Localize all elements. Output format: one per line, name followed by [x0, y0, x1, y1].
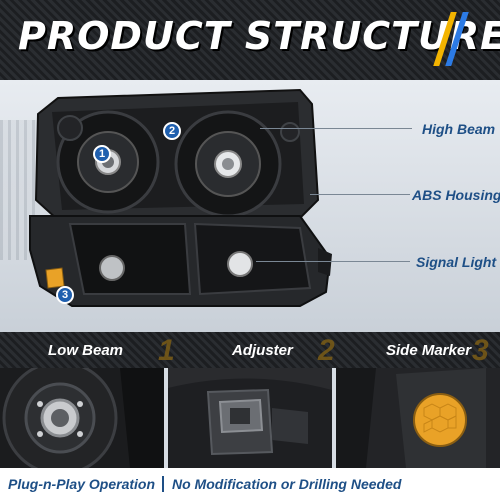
footer-plug-n-play: Plug-n-Play Operation — [8, 476, 156, 492]
detail-panels — [0, 368, 500, 468]
panel-adjuster — [168, 368, 332, 468]
adjuster-closeup — [168, 368, 332, 468]
detail-label-side-marker: Side Marker — [386, 342, 472, 359]
callout-abs-housing: ABS Housing — [412, 187, 500, 203]
footer-separator — [162, 476, 164, 492]
badge-1: 1 — [93, 145, 111, 163]
detail-label-adjuster: Adjuster — [232, 342, 293, 359]
panel-side-marker — [336, 368, 500, 468]
badge-2: 2 — [163, 122, 181, 140]
detail-number-1: 1 — [158, 334, 175, 367]
accent-stripes — [433, 12, 474, 66]
callout-high-beam: High Beam — [422, 121, 496, 137]
low-beam-closeup — [0, 368, 164, 468]
footer-bar: Plug-n-Play Operation No Modification or… — [0, 468, 500, 500]
callout-signal-light: Signal Light — [416, 254, 497, 270]
detail-number-2: 2 — [318, 334, 335, 367]
side-marker-closeup — [336, 368, 500, 468]
footer-no-modification: No Modification or Drilling Needed — [172, 476, 402, 492]
headlight-illustration — [29, 88, 332, 307]
badge-3: 3 — [56, 286, 74, 304]
page-title: PRODUCT STRUCTURE — [18, 14, 500, 58]
detail-number-3: 3 — [472, 334, 489, 367]
panel-low-beam — [0, 368, 164, 468]
detail-label-low-beam: Low Beam — [48, 342, 124, 359]
high-beam-leader — [260, 128, 412, 129]
signal-light-leader — [256, 261, 410, 262]
abs-housing-leader — [310, 194, 410, 195]
detail-labels-strip: Low Beam 1 Adjuster 2 Side Marker 3 — [0, 332, 500, 368]
header-banner: PRODUCT STRUCTURE — [0, 0, 500, 80]
headlight-assembly-view: 1 2 3 High Beam ABS Housing Signal Light — [0, 80, 500, 332]
